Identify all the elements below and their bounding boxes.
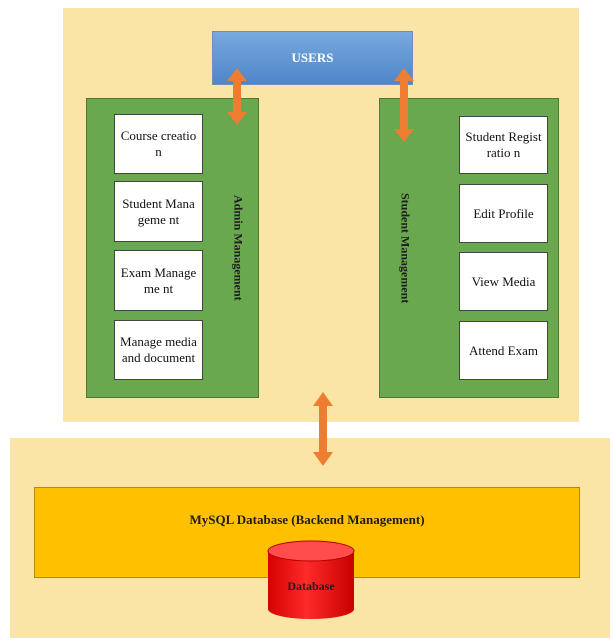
- admin-item-manage-media: Manage media and document: [114, 320, 203, 380]
- database-cylinder: [267, 540, 355, 619]
- admin-item-exam-management: Exam Manageme nt: [114, 250, 203, 311]
- student-management-title: Student Management: [398, 192, 413, 304]
- student-item-view-media: View Media: [459, 252, 548, 311]
- double-arrow-student: [394, 68, 414, 142]
- mysql-backend-title: MySQL Database (Backend Management): [189, 512, 425, 527]
- student-item-registration: Student Registratio n: [459, 116, 548, 174]
- database-cylinder-label: Database: [287, 579, 335, 593]
- double-arrow-admin: [227, 68, 247, 125]
- admin-management-title: Admin Management: [231, 195, 246, 301]
- double-arrow-backend: [313, 392, 333, 466]
- users-box: USERS: [212, 31, 413, 85]
- admin-item-student-management: Student Manageme nt: [114, 181, 203, 242]
- student-item-edit-profile: Edit Profile: [459, 184, 548, 243]
- admin-item-course-creation: Course creation: [114, 114, 203, 174]
- student-item-attend-exam: Attend Exam: [459, 321, 548, 380]
